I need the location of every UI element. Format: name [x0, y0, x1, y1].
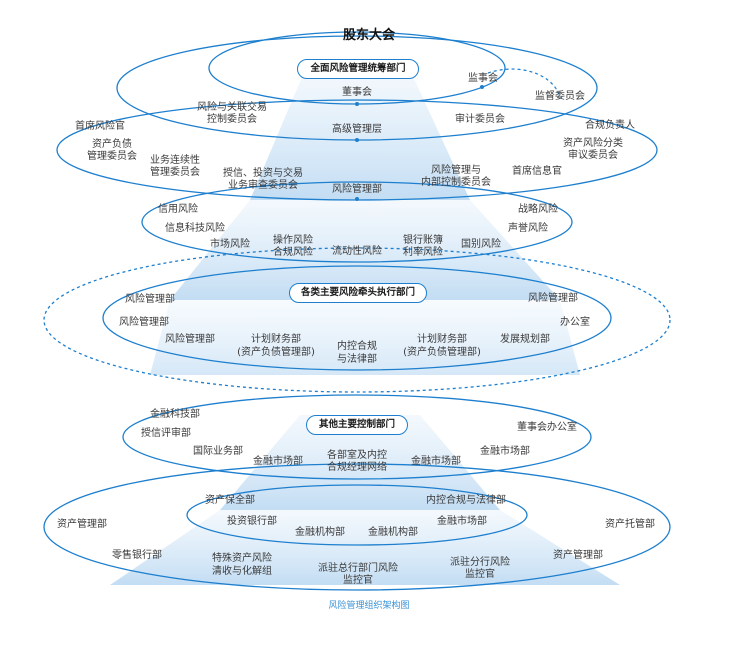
beam-2 [170, 200, 560, 300]
node-reputation-risk: 声誉风险 [508, 223, 548, 234]
beam-5 [110, 510, 620, 585]
node-asset-class-1: 资产风险分类 [563, 138, 623, 149]
node-cro: 首席风险官 [75, 121, 125, 132]
ring-control [122, 394, 592, 480]
node-exec-office: 办公室 [560, 317, 590, 328]
node-exec-plan-fin-2: (资产负债管理部) [237, 347, 315, 358]
node-exec-dev-plan: 发展规划部 [500, 334, 550, 345]
beam-1 [250, 70, 470, 200]
node-internal-ctrl-1: 风险管理与 [431, 165, 481, 176]
node-branch-risk-1: 派驻分行风险 [450, 557, 510, 568]
beam-4 [220, 415, 500, 510]
node-audit-comm: 审计委员会 [455, 114, 505, 125]
node-rel-txn-2: 控制委员会 [207, 114, 257, 125]
node-internal-ctrl-2: 内部控制委员会 [421, 177, 491, 188]
ring-bottom-inner [186, 484, 528, 546]
node-asset-custody: 资产托管部 [605, 519, 655, 530]
node-exec-plan-fin-1: 计划财务部 [251, 334, 301, 345]
node-fintech: 金融科技部 [150, 409, 200, 420]
diagram-caption: 风险管理组织架构图 [328, 601, 410, 611]
section-pill-control: 其他主要控制部门 [306, 415, 408, 435]
node-credit-review-1: 授信、投资与交易 [223, 168, 303, 179]
node-audit-panel: 监事会 [468, 73, 498, 84]
node-exec-ic-1: 内控合规 [337, 341, 377, 352]
dot-board [355, 102, 359, 106]
node-senior-mgmt: 高级管理层 [332, 124, 382, 135]
node-fin-market-right: 金融市场部 [480, 446, 530, 457]
node-exec-plan-fin-b1: 计划财务部 [417, 334, 467, 345]
page-title: 股东大会 [342, 28, 395, 43]
node-asset-preserve: 资产保全部 [205, 495, 255, 506]
ring-risk-types [141, 181, 573, 263]
node-credit-review-2: 业务审查委员会 [228, 180, 298, 191]
node-country-risk: 国别风险 [461, 239, 501, 250]
node-alm-2: 管理委员会 [87, 151, 137, 162]
node-asset-mgmt-left: 资产管理部 [57, 519, 107, 530]
section-pill-exec: 各类主要风险牵头执行部门 [289, 283, 427, 303]
node-retail-bank: 零售银行部 [112, 550, 162, 561]
node-special-asset-2: 清收与化解组 [212, 566, 272, 577]
node-branch-risk-2: 监控官 [465, 569, 495, 580]
node-supervisors: 监督委员会 [535, 91, 585, 102]
node-all-depts-2: 合规经理网络 [327, 462, 387, 473]
node-invest-bank: 投资银行部 [227, 516, 277, 527]
node-strategic-risk: 战略风险 [518, 204, 558, 215]
node-asset-mgmt-right: 资产管理部 [553, 550, 603, 561]
node-exec-risk-dept-2: 风险管理部 [119, 317, 169, 328]
node-fin-market-1: 金融市场部 [253, 456, 303, 467]
node-fin-inst-2: 金融机构部 [368, 527, 418, 538]
node-bcm-1: 业务连续性 [150, 155, 200, 166]
node-exec-ic-2: 与法律部 [337, 354, 377, 365]
node-rel-txn-1: 风险与关联交易 [197, 102, 267, 113]
node-ic-legal: 内控合规与法律部 [426, 495, 506, 506]
dot-risk-dept [355, 197, 359, 201]
node-intl-business: 国际业务部 [193, 446, 243, 457]
node-exec-risk-dept-right: 风险管理部 [528, 293, 578, 304]
node-credit-rating: 授信评审部 [141, 428, 191, 439]
node-credit-risk: 信用风险 [158, 204, 198, 215]
node-asset-class-2: 审议委员会 [568, 150, 618, 161]
node-exec-risk-dept-1: 风险管理部 [125, 294, 175, 305]
node-liquidity-risk: 流动性风险 [332, 246, 382, 257]
node-hq-risk-1: 派驻总行部门风险 [318, 563, 398, 574]
node-exec-plan-fin-b2: (资产负债管理部) [403, 347, 481, 358]
node-special-asset-1: 特殊资产风险 [212, 553, 272, 564]
node-irrbb-2: 利率风险 [403, 247, 443, 258]
node-it-risk: 信息科技风险 [165, 223, 225, 234]
node-alm-1: 资产负债 [92, 139, 132, 150]
ring-exec [102, 265, 612, 371]
ring-exec-dashed [43, 247, 671, 393]
node-fin-market-3: 金融市场部 [437, 516, 487, 527]
dot-audit-panel [480, 85, 484, 89]
node-fin-market-2: 金融市场部 [411, 456, 461, 467]
node-risk-mgmt-dept: 风险管理部 [332, 184, 382, 195]
node-compliance-head: 合规负责人 [585, 120, 635, 131]
node-cio: 首席信息官 [512, 166, 562, 177]
node-hq-risk-2: 监控官 [343, 575, 373, 586]
node-fin-inst-1: 金融机构部 [295, 527, 345, 538]
node-market-risk: 市场风险 [210, 239, 250, 250]
node-op-risk-2: 合规风险 [273, 247, 313, 258]
node-bcm-2: 管理委员会 [150, 167, 200, 178]
node-board-office: 董事会办公室 [517, 422, 577, 433]
node-exec-risk-dept-3: 风险管理部 [165, 334, 215, 345]
node-board: 董事会 [342, 87, 372, 98]
section-pill-overall: 全面风险管理统筹部门 [297, 59, 419, 79]
beam-3 [150, 300, 580, 375]
dot-senior [355, 138, 359, 142]
node-irrbb-1: 银行账簿 [403, 235, 443, 246]
node-op-risk-1: 操作风险 [273, 235, 313, 246]
node-all-depts-1: 各部室及内控 [327, 450, 387, 461]
ring-bottom [43, 463, 671, 591]
